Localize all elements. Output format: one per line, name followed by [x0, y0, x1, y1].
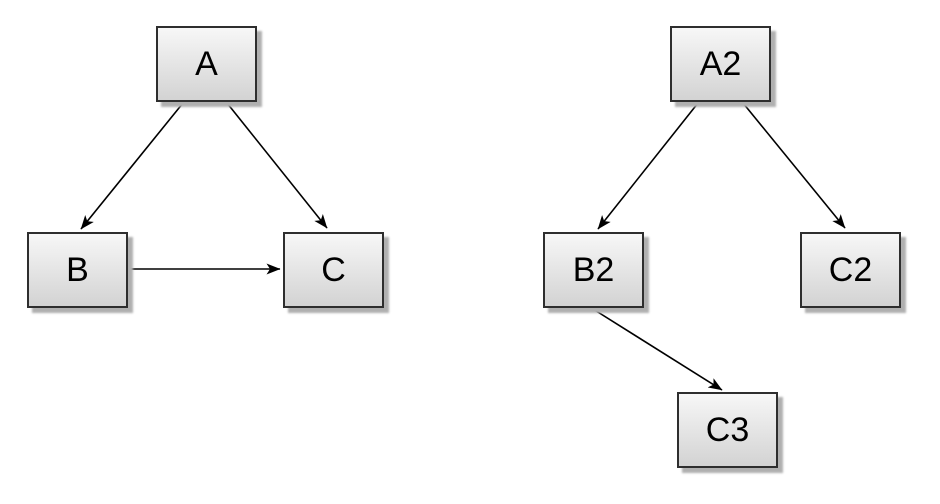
edges-group	[80, 102, 846, 391]
node-A2[interactable]: A2	[670, 26, 771, 102]
node-label: A	[195, 45, 218, 83]
node-B[interactable]: B	[27, 232, 128, 308]
edge-A-C[interactable]	[226, 102, 328, 229]
node-label: C3	[705, 411, 750, 449]
node-label: B	[66, 251, 89, 289]
node-B2[interactable]: B2	[543, 232, 644, 308]
edge-B2-C3[interactable]	[592, 308, 723, 391]
edge-A-B[interactable]	[80, 102, 184, 230]
node-label: C2	[828, 251, 873, 289]
edge-A2-B2[interactable]	[597, 102, 699, 230]
node-C2[interactable]: C2	[800, 232, 901, 308]
node-label: B2	[572, 251, 615, 289]
edge-A2-C2[interactable]	[742, 102, 846, 229]
node-C3[interactable]: C3	[677, 392, 778, 468]
node-A[interactable]: A	[156, 26, 257, 102]
node-label: C	[321, 251, 346, 289]
node-C[interactable]: C	[283, 232, 384, 308]
node-label: A2	[699, 45, 742, 83]
